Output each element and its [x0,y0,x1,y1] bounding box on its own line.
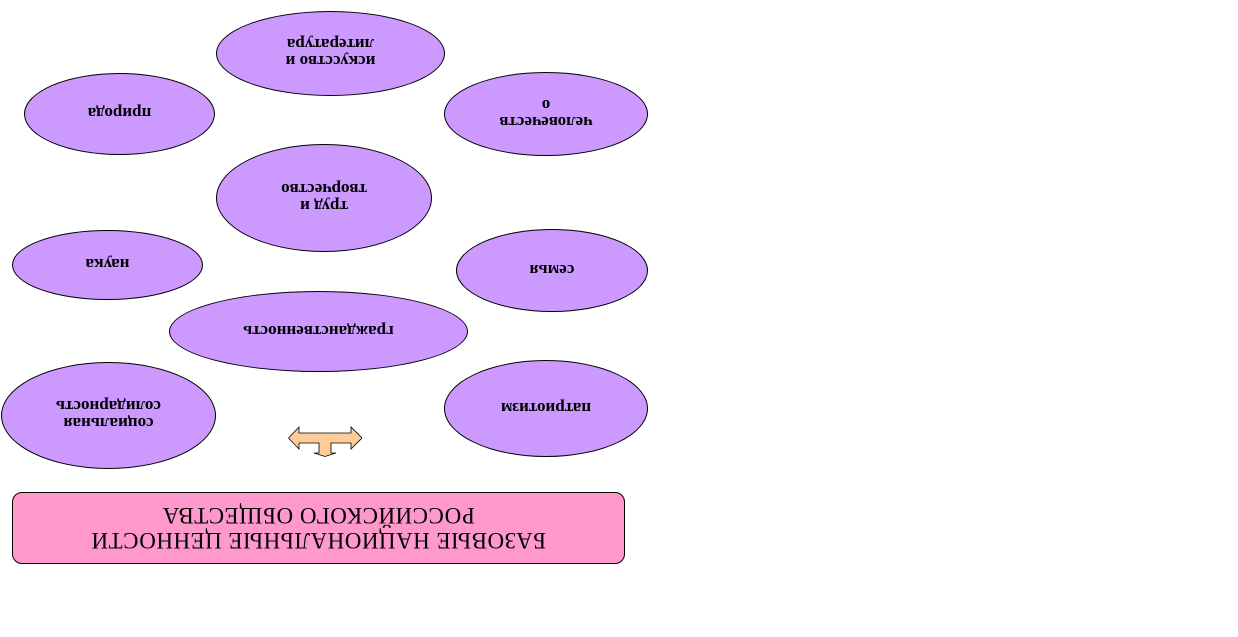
value-labor-creativity-label: труд и творчество [281,180,367,216]
value-citizenship: гражданственность [169,291,468,372]
value-patriotism-label: патриотизм [500,399,592,418]
value-family-label: семья [529,261,575,280]
value-patriotism: патриотизм [444,360,648,457]
value-nature: природа [24,73,215,155]
value-labor-creativity: труд и творчество [216,144,432,252]
value-social-solidarity: социальная солидарность [1,362,216,469]
value-art-literature: искусство и литература [216,11,445,96]
value-science: наука [12,230,203,300]
diagram-title: БАЗОВЫЕ НАЦИОНАЛЬНЫЕ ЦЕННОСТИ РОССИЙСКОГ… [90,503,547,553]
value-science-label: наука [85,255,130,275]
value-art-literature-label: искусство и литература [285,35,376,72]
value-family: семья [456,229,648,312]
value-citizenship-label: гражданственность [243,322,394,341]
title-box: БАЗОВЫЕ НАЦИОНАЛЬНЫЕ ЦЕННОСТИ РОССИЙСКОГ… [12,492,625,564]
value-humanity: человечеств о [444,72,648,156]
three-way-arrow-icon [288,426,362,457]
value-nature-label: природа [87,104,152,124]
value-social-solidarity-label: социальная солидарность [56,397,161,434]
value-humanity-label: человечеств о [499,96,593,132]
